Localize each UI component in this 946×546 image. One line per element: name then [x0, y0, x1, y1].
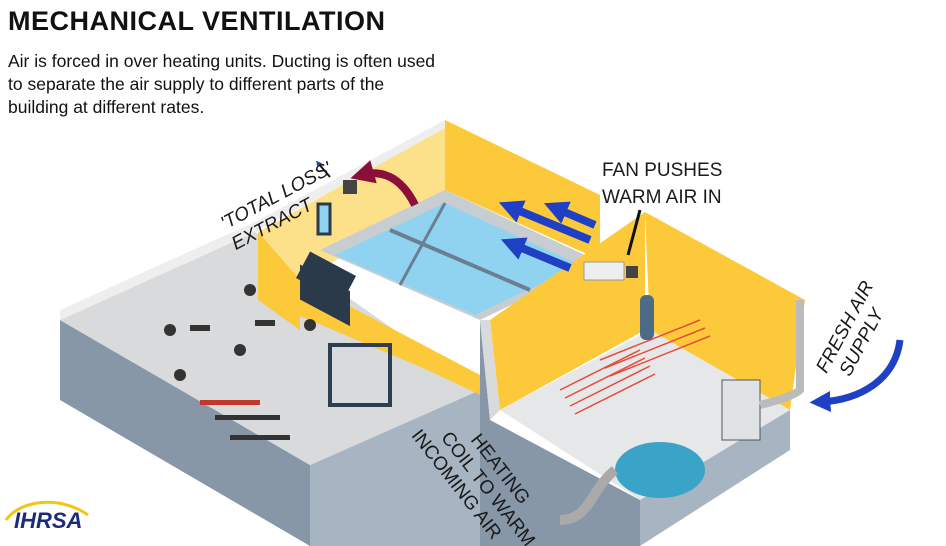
ac-unit — [583, 261, 625, 281]
air-arrows — [316, 160, 904, 412]
description-text: Air is forced in over heating units. Duc… — [8, 51, 436, 117]
ihrsa-logo: IHRSA — [4, 500, 89, 533]
extract-arrow — [350, 160, 419, 207]
door — [316, 202, 332, 236]
supply-arrow-3 — [500, 237, 572, 272]
supply-fan-icon — [626, 266, 638, 278]
logo-text: IHRSA — [14, 508, 82, 533]
fresh-air-arrow — [809, 339, 904, 412]
fan-label-line2: WARM AIR IN — [602, 187, 722, 208]
extract-fan-icon — [343, 180, 357, 194]
extract-small-arrow — [316, 160, 331, 178]
fan-label-line1: FAN PUSHES — [602, 160, 722, 181]
gym-area — [60, 120, 480, 546]
boiler-tank — [615, 442, 705, 498]
page-title: MECHANICAL VENTILATION — [8, 6, 386, 36]
supply-arrow-2 — [543, 201, 597, 229]
plant-room — [480, 212, 805, 546]
fan-pointer-arrow — [626, 209, 642, 256]
